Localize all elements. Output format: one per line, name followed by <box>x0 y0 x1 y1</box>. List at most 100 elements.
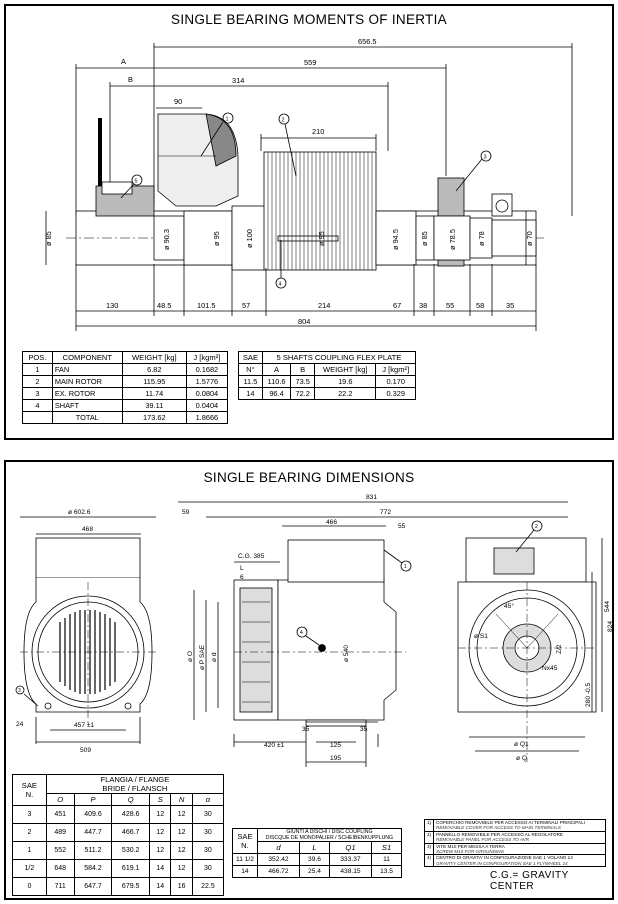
diam-5: ø 94.5 <box>391 229 400 250</box>
cell: 1.8666 <box>185 411 229 424</box>
cell: 12 <box>170 805 193 824</box>
cell: 39.6 <box>299 853 330 866</box>
cell: 3 <box>12 805 47 824</box>
cell: 489 <box>45 823 75 842</box>
cell: EX. ROTOR <box>51 387 123 400</box>
legend-text: COPERCHIO REMOVIBILE PER ACCESSO AI TERM… <box>436 820 585 825</box>
legend-item: 1)COPERCHIO REMOVIBILE PER ACCESSO AI TE… <box>425 820 605 832</box>
balloon-5: 5 <box>135 179 138 185</box>
dim-phid: ø d <box>211 652 218 662</box>
cell: 2 <box>12 823 47 842</box>
cell: 1/2 <box>12 859 47 878</box>
cell: 0.329 <box>375 387 416 400</box>
cell: 12 <box>149 841 172 860</box>
th-sae: SAE <box>238 351 263 364</box>
diam-1: ø 90.3 <box>162 229 171 250</box>
dim-L: L <box>240 565 244 572</box>
cell: 711 <box>45 877 75 896</box>
th-flange-label: FLANGIA / FLANGE <box>100 775 170 784</box>
th-sae-label: SAE <box>21 781 37 790</box>
dim-544: 544 <box>604 601 611 612</box>
cell: 12 <box>149 805 172 824</box>
angle-45: 45° <box>504 602 514 610</box>
inertia-panel: SINGLE BEARING MOMENTS OF INERTIA <box>4 4 614 440</box>
cell: 3 <box>22 387 53 400</box>
cell: 466.72 <box>256 865 301 878</box>
cell: 6.82 <box>121 363 187 376</box>
cell <box>22 411 53 424</box>
th-P: P <box>73 793 113 806</box>
cell: 12 <box>149 823 172 842</box>
legend-text-en: GRAVITY CENTER IN CONFIGURATION SAE 1 FL… <box>436 860 568 866</box>
th-weight: WEIGHT [kg] <box>121 351 187 364</box>
legend-item: 4)CENTRO DI GRAVITA' IN CONFIGURAZIONE S… <box>425 855 605 867</box>
cell: 14 <box>149 859 172 878</box>
dim-24: 24 <box>16 721 24 728</box>
balloon-3: 3 <box>18 688 21 694</box>
dim-509: 509 <box>80 747 91 754</box>
balloon-4: 4 <box>300 630 303 636</box>
dim-S1: ø S1 <box>474 633 488 640</box>
th-L: L <box>299 841 330 854</box>
cell: 110.6 <box>261 375 292 388</box>
cell: 0.0404 <box>185 399 229 412</box>
dim-55: 55 <box>398 523 406 530</box>
coupling-table: SAE 5 SHAFTS COUPLING FLEX PLATE N° A B … <box>238 351 417 400</box>
cell: 16 <box>170 877 193 896</box>
cell: 2 <box>22 375 53 388</box>
balloon-4: 4 <box>279 282 282 288</box>
cell: 115.95 <box>121 375 187 388</box>
th-n: N° <box>238 363 263 376</box>
cell: 22.2 <box>314 387 377 400</box>
dim-b2: 101.5 <box>197 301 216 310</box>
dim-phiO: ø O <box>187 651 194 662</box>
th-component: COMPONENT <box>51 351 123 364</box>
dim-b7: 55 <box>446 301 454 310</box>
dim-b4: 214 <box>318 301 330 310</box>
cell: 679.5 <box>111 877 151 896</box>
dim-phiP: ø P SAE <box>199 644 206 670</box>
cell: 1 <box>22 363 53 376</box>
th-weight: WEIGHT [kg] <box>314 363 377 376</box>
cell: 647.7 <box>73 877 113 896</box>
cell: 11.5 <box>238 375 263 388</box>
legend-text: CENTRO DI GRAVITA' IN CONFIGURAZIONE SAE… <box>436 855 573 861</box>
cell: 11 1/2 <box>232 853 258 866</box>
th-Q1: Q1 <box>328 841 373 854</box>
legend-text-en: REMOVABLE PANEL FOR ACCESS TO AVR <box>436 837 530 843</box>
cell: 0.170 <box>375 375 416 388</box>
cell: 22.5 <box>191 877 225 896</box>
balloon-3: 3 <box>484 155 487 161</box>
legend-num: 1) <box>425 820 434 831</box>
th-d: d <box>256 841 301 854</box>
th-S1: S1 <box>371 841 402 854</box>
legend-num: 4) <box>425 855 434 867</box>
dim-35b: 35 <box>360 726 368 733</box>
dim-125: 125 <box>330 742 341 749</box>
cell: MAIN ROTOR <box>51 375 123 388</box>
cell: 30 <box>191 823 225 842</box>
dim-559: 559 <box>304 58 316 67</box>
cell: 12 <box>170 841 193 860</box>
th-a: A <box>261 363 292 376</box>
notes-legend: 1)COPERCHIO REMOVIBILE PER ACCESSO AI TE… <box>424 819 606 868</box>
th-n-label: N. <box>241 841 249 850</box>
th-disc-label: GIUNTI A DISCHI / DISC COUPLING <box>286 829 373 835</box>
diam-3: ø 100 <box>245 229 254 248</box>
cell: 409.6 <box>73 805 113 824</box>
cell: TOTAL <box>51 411 123 424</box>
cell: 619.1 <box>111 859 151 878</box>
dim-195: 195 <box>330 755 341 762</box>
balloon-1: 1 <box>404 564 407 570</box>
cell: 14 <box>238 387 263 400</box>
